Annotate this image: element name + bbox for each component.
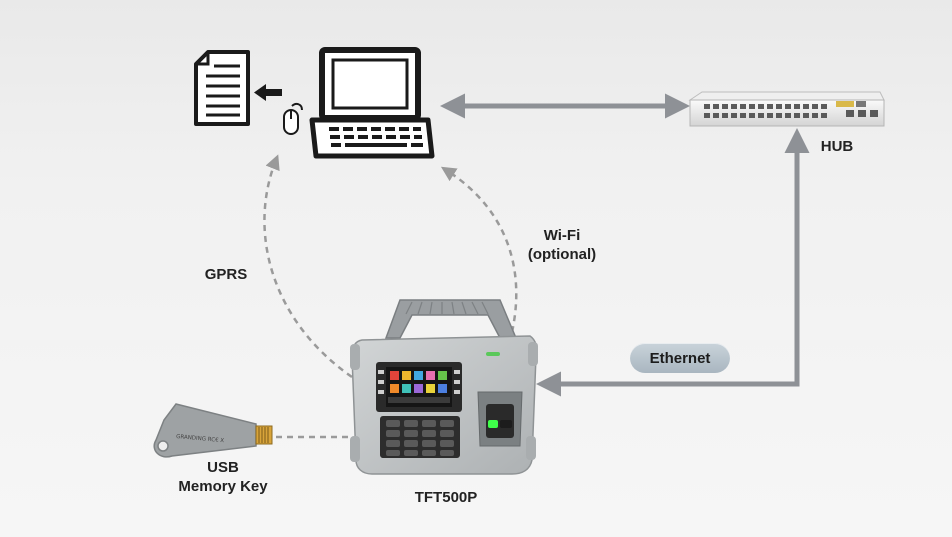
usb-label: USB Memory Key bbox=[168, 458, 278, 496]
usb-key-brand-text: GRANDING RC€ X bbox=[176, 434, 225, 444]
gprs-connector bbox=[263, 154, 353, 379]
wifi-label-line2: (optional) bbox=[527, 246, 597, 263]
hub-label: HUB bbox=[820, 138, 854, 155]
usb-key-icon: GRANDING RC€ X bbox=[153, 403, 273, 458]
wifi-label-line1: Wi-Fi bbox=[543, 227, 581, 244]
gprs-label: GPRS bbox=[204, 266, 248, 283]
usb-label-line1: USB bbox=[207, 459, 239, 476]
document-icon bbox=[194, 50, 250, 126]
arrow-left-icon bbox=[254, 84, 282, 101]
laptop-icon bbox=[309, 47, 435, 159]
mouse-icon bbox=[283, 102, 303, 135]
device-label: TFT500P bbox=[414, 489, 478, 506]
ethernet-badge: Ethernet bbox=[630, 343, 730, 373]
usb-label-line2: Memory Key bbox=[178, 478, 268, 495]
fingerprint-terminal-icon bbox=[350, 299, 538, 475]
ethernet-connector bbox=[536, 128, 810, 397]
wifi-connector bbox=[440, 166, 518, 333]
wifi-label: Wi-Fi (optional) bbox=[512, 226, 612, 264]
network-hub-icon bbox=[688, 91, 885, 127]
